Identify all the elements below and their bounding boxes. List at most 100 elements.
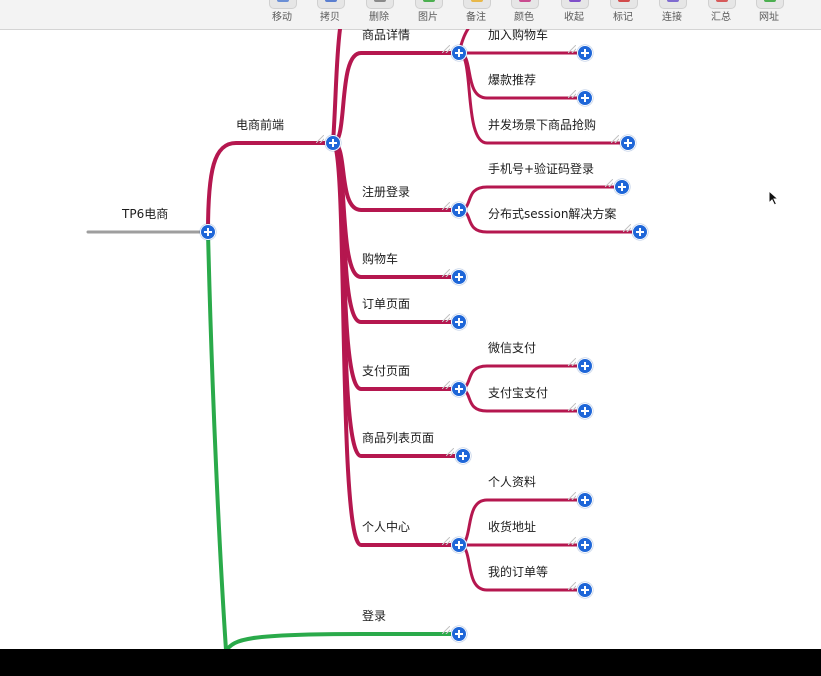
trash-icon <box>366 0 394 9</box>
flag-icon <box>610 0 638 9</box>
summary-icon <box>708 0 736 9</box>
node-3[interactable]: 订单页面 <box>362 297 411 311</box>
expand-button-3[interactable] <box>451 314 467 330</box>
toolbar-button-6[interactable]: 收起 <box>552 0 596 29</box>
resize-handle-icon[interactable] <box>442 202 450 210</box>
expand-button-login[interactable] <box>451 626 467 642</box>
toolbar-button-8[interactable]: 连接 <box>650 0 694 29</box>
collapse-icon <box>561 0 589 9</box>
expand-button-0-2[interactable] <box>620 135 636 151</box>
branch-line-frontend <box>206 141 335 234</box>
resize-handle-icon[interactable] <box>442 269 450 277</box>
toolbar-button-label: 汇总 <box>711 12 731 23</box>
bottom-black-bar <box>0 649 821 676</box>
toolbar-button-label: 删除 <box>369 12 389 23</box>
resize-handle-icon[interactable] <box>568 582 576 590</box>
toolbar-button-label: 移动 <box>272 12 292 23</box>
leaf-node-4-1[interactable]: 支付宝支付 <box>488 386 549 400</box>
toolbar-button-label: 连接 <box>662 12 682 23</box>
branch-line-3 <box>331 141 461 324</box>
expand-button-5[interactable] <box>455 448 471 464</box>
resize-handle-icon[interactable] <box>442 45 450 53</box>
leaf-node-6-2[interactable]: 我的订单等 <box>488 565 549 579</box>
toolbar-button-9[interactable]: 汇总 <box>699 0 743 29</box>
toolbar-button-10[interactable]: 网址 <box>747 0 791 29</box>
url-icon <box>756 0 784 9</box>
expand-button-4[interactable] <box>451 381 467 397</box>
mouse-cursor-icon <box>768 190 780 206</box>
resize-handle-icon[interactable] <box>568 90 576 98</box>
expand-button-2[interactable] <box>451 269 467 285</box>
toolbar-button-label: 图片 <box>418 12 438 23</box>
resize-handle-icon[interactable] <box>442 537 450 545</box>
toolbar-button-label: 备注 <box>466 12 486 23</box>
node-0[interactable]: 商品详情 <box>362 28 411 42</box>
resize-handle-icon[interactable] <box>316 135 324 143</box>
expand-button-frontend[interactable] <box>325 135 341 151</box>
toolbar-button-label: 颜色 <box>514 12 534 23</box>
node-5[interactable]: 商品列表页面 <box>362 431 435 445</box>
branch-line-6 <box>331 141 461 547</box>
branch-line-second <box>206 230 228 649</box>
resize-handle-icon[interactable] <box>611 135 619 143</box>
toolbar-button-2[interactable]: 删除 <box>357 0 401 29</box>
expand-button-0-0[interactable] <box>577 45 593 61</box>
toolbar-button-label: 收起 <box>564 12 584 23</box>
toolbar-button-0[interactable]: 移动 <box>260 0 304 29</box>
leaf-node-4-0[interactable]: 微信支付 <box>488 341 537 355</box>
resize-handle-icon[interactable] <box>605 179 613 187</box>
expand-button-0[interactable] <box>451 45 467 61</box>
resize-handle-icon[interactable] <box>568 45 576 53</box>
resize-handle-icon[interactable] <box>442 626 450 634</box>
node-frontend[interactable]: 电商前端 <box>236 118 285 132</box>
leaf-node-1-0[interactable]: 手机号+验证码登录 <box>488 162 595 176</box>
expand-button-1-0[interactable] <box>614 179 630 195</box>
resize-handle-icon[interactable] <box>442 314 450 322</box>
move-icon <box>269 0 297 9</box>
leaf-node-1-1[interactable]: 分布式session解决方案 <box>488 207 617 221</box>
resize-handle-icon[interactable] <box>568 537 576 545</box>
node-1[interactable]: 注册登录 <box>362 185 411 199</box>
node-4[interactable]: 支付页面 <box>362 364 411 378</box>
resize-handle-icon[interactable] <box>568 492 576 500</box>
expand-button-1-1[interactable] <box>632 224 648 240</box>
toolbar-button-7[interactable]: 标记 <box>601 0 645 29</box>
note-icon <box>463 0 491 9</box>
expand-button-4-0[interactable] <box>577 358 593 374</box>
resize-handle-icon[interactable] <box>442 381 450 389</box>
toolbar-button-5[interactable]: 颜色 <box>502 0 546 29</box>
branch-line-login <box>224 632 461 649</box>
branch-line-1 <box>331 141 461 212</box>
toolbar-button-3[interactable]: 图片 <box>406 0 450 29</box>
toolbar-button-1[interactable]: 拷贝 <box>308 0 352 29</box>
expand-button-6[interactable] <box>451 537 467 553</box>
node-2[interactable]: 购物车 <box>362 252 399 266</box>
leaf-node-0-2[interactable]: 并发场景下商品抢购 <box>488 118 597 132</box>
leaf-node-0-0[interactable]: 加入购物车 <box>488 28 549 42</box>
toolbar-button-label: 标记 <box>613 12 633 23</box>
resize-handle-icon[interactable] <box>446 448 454 456</box>
expand-button-4-1[interactable] <box>577 403 593 419</box>
root-node[interactable]: TP6电商 <box>122 207 169 221</box>
node-6[interactable]: 个人中心 <box>362 520 411 534</box>
root-expand-button[interactable] <box>200 224 216 240</box>
mindmap-canvas: TP6电商 电商前端 商品详情注册登录购物车订单页面支付页面商品列表页面个人中心 加入… <box>0 28 821 649</box>
toolbar: 移动 拷贝 删除 图片 备注 颜色 收起 标记 连接 汇总 网址 <box>0 0 821 30</box>
resize-handle-icon[interactable] <box>623 224 631 232</box>
expand-button-6-1[interactable] <box>577 537 593 553</box>
expand-button-6-0[interactable] <box>577 492 593 508</box>
toolbar-button-4[interactable]: 备注 <box>454 0 498 29</box>
mindmap-lines <box>86 29 642 649</box>
leaf-node-6-0[interactable]: 个人资料 <box>488 475 537 489</box>
expand-button-1[interactable] <box>451 202 467 218</box>
leaf-node-6-1[interactable]: 收货地址 <box>488 520 537 534</box>
leaf-node-0-1[interactable]: 爆款推荐 <box>488 73 537 87</box>
expand-button-0-1[interactable] <box>577 90 593 106</box>
toolbar-button-label: 拷贝 <box>320 12 340 23</box>
resize-handle-icon[interactable] <box>568 403 576 411</box>
node-login[interactable]: 登录 <box>362 609 387 623</box>
palette-icon <box>511 0 539 9</box>
expand-button-6-2[interactable] <box>577 582 593 598</box>
resize-handle-icon[interactable] <box>568 358 576 366</box>
branch-line-0 <box>331 51 461 145</box>
